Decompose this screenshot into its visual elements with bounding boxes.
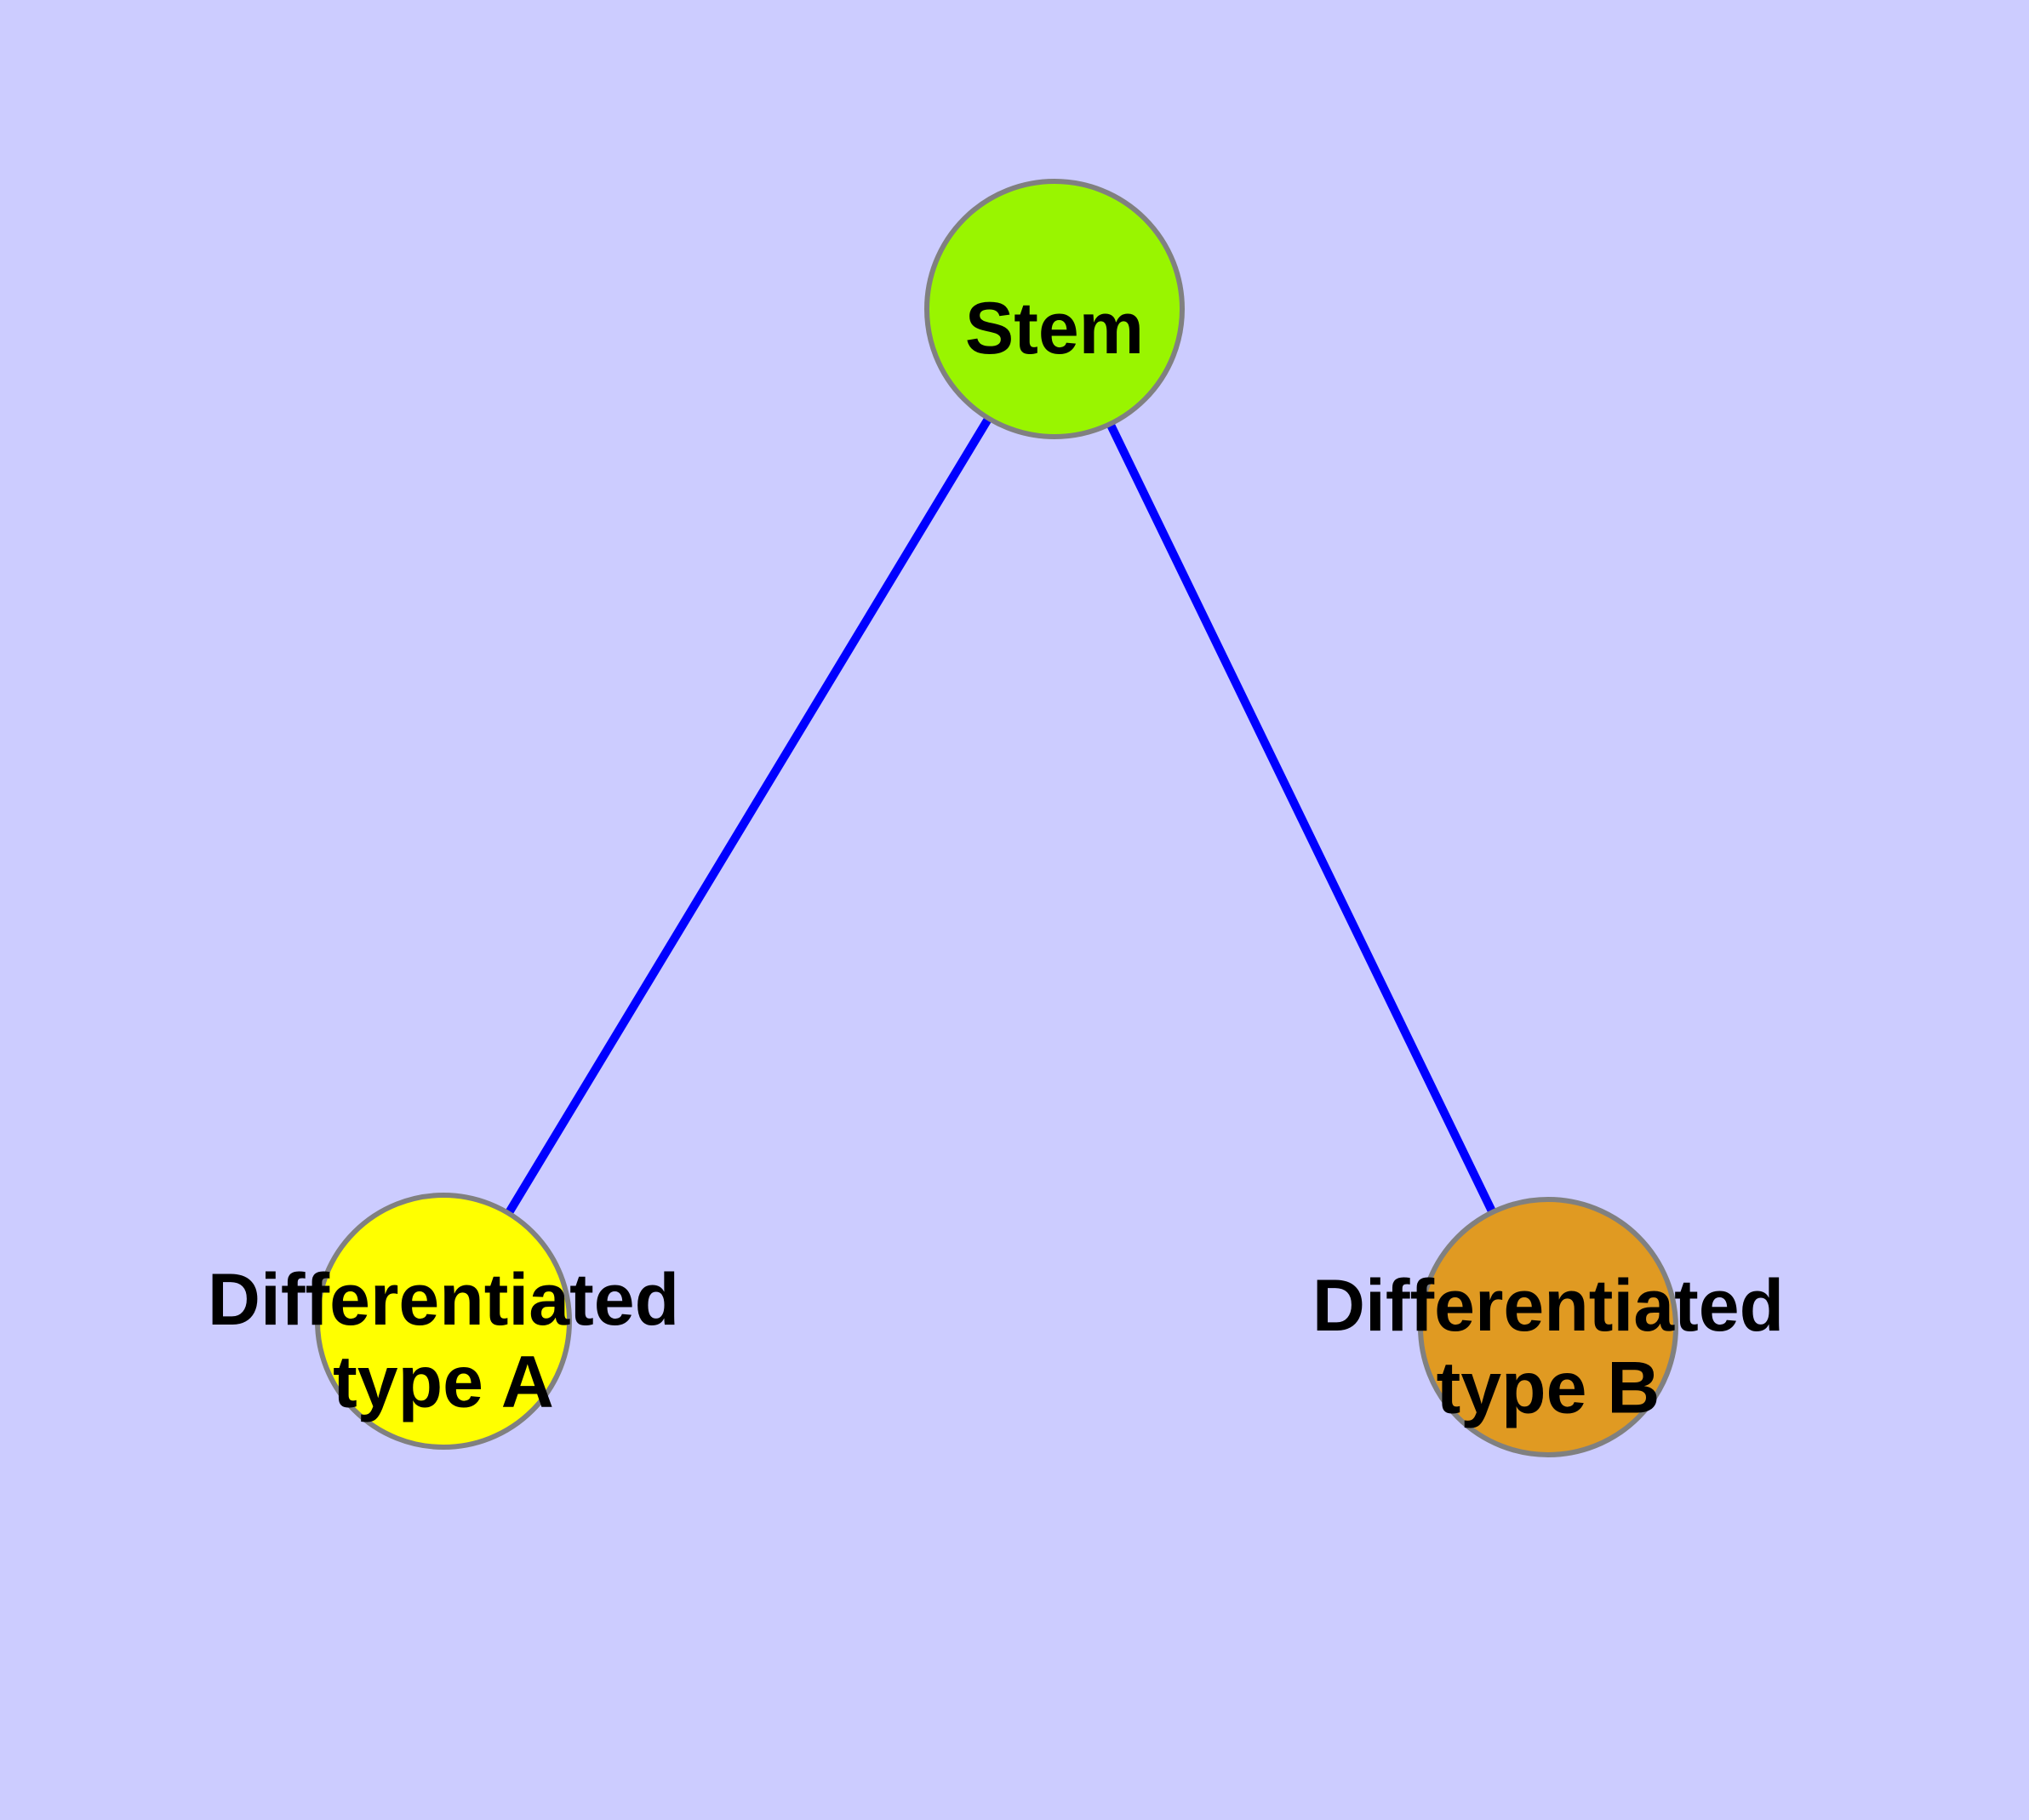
graph-node-label-line: Stem xyxy=(965,288,1144,369)
graph-node-stem[interactable] xyxy=(924,179,1185,439)
edges-layer xyxy=(439,306,1552,1330)
graph-edge[interactable] xyxy=(1050,306,1552,1330)
graph-node-diff-a[interactable] xyxy=(315,1193,572,1450)
graph-node-diff-b[interactable] xyxy=(1418,1197,1678,1457)
graph-node-label-stem: Stem xyxy=(965,288,1144,369)
graph-node-label-line: type A xyxy=(333,1341,554,1422)
graph-edge[interactable] xyxy=(439,306,1059,1324)
graph-node-label-line: Differentiated xyxy=(208,1259,679,1341)
graph-node-label-line: type B xyxy=(1437,1347,1660,1428)
nodes-layer xyxy=(315,179,1678,1457)
graph-node-label-line: Differentiated xyxy=(1312,1265,1784,1347)
